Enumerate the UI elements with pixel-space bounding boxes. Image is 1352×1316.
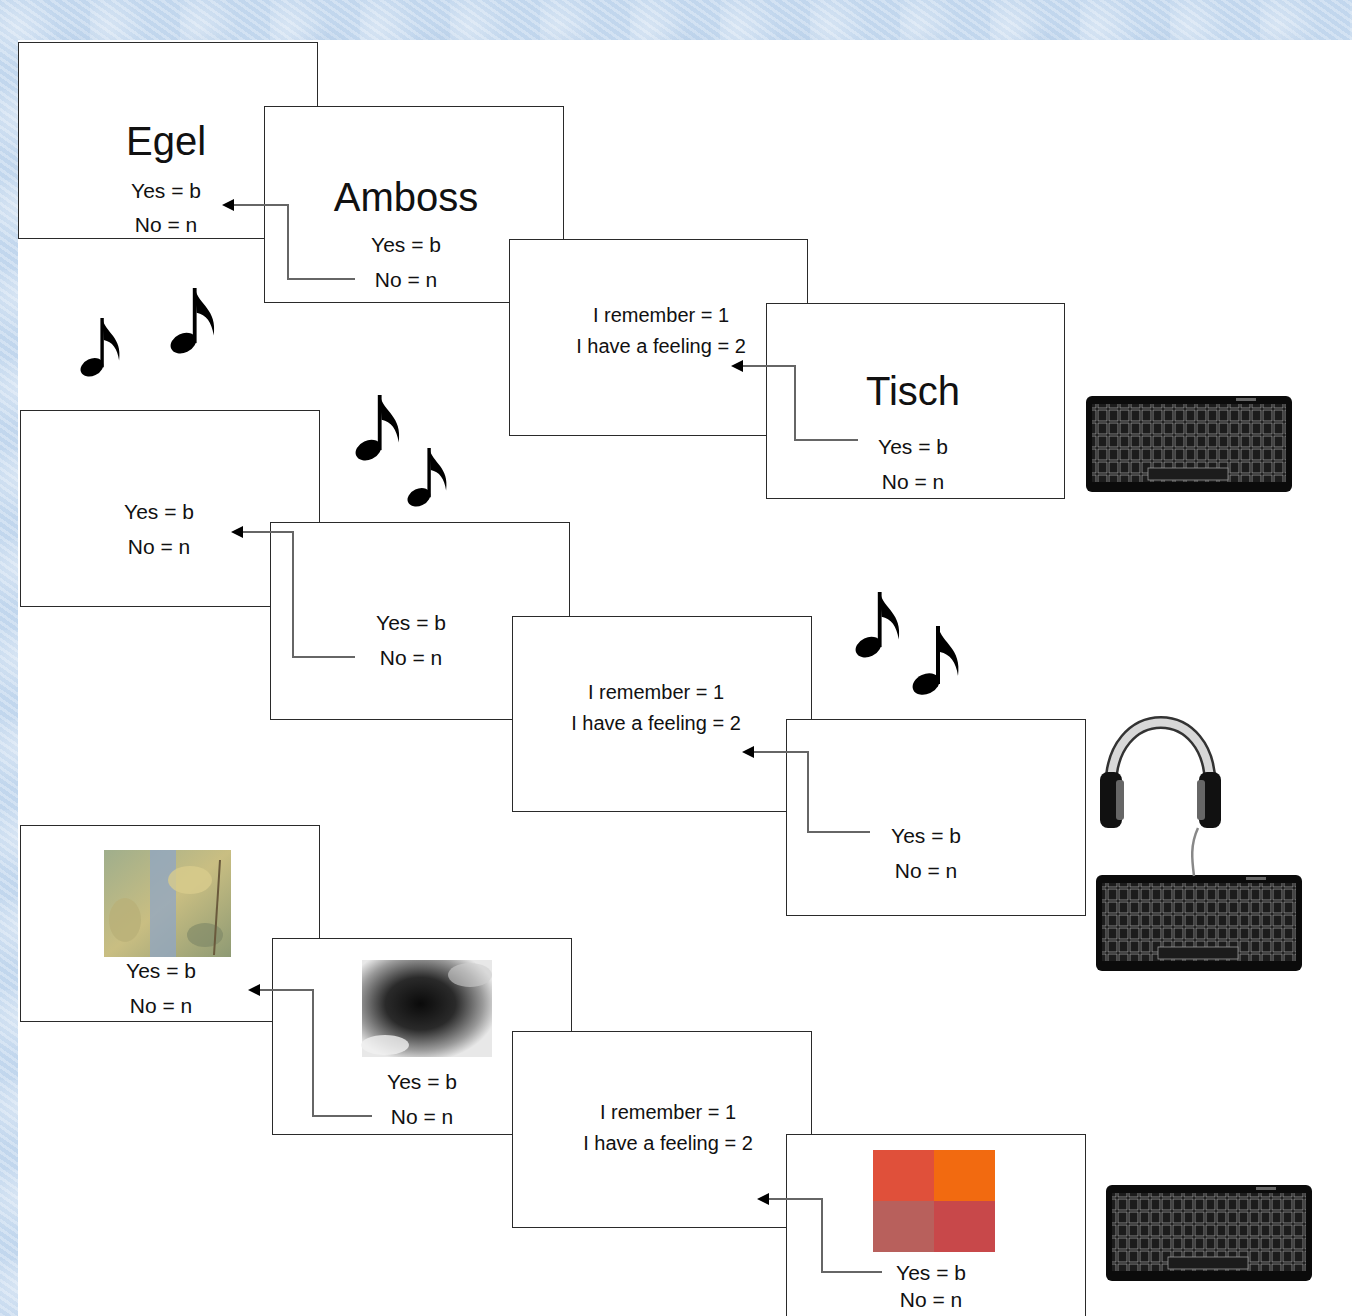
response-text: Yes = b — [896, 1261, 966, 1285]
text-slot: No = n — [375, 268, 437, 292]
text-slot: No = n — [391, 1105, 453, 1129]
response-text: Yes = b — [371, 233, 441, 257]
text-slot: I remember = 1 — [600, 1101, 736, 1124]
response-text: No = n — [128, 535, 190, 559]
text-slot: No = n — [900, 1288, 962, 1312]
response-text: No = n — [900, 1288, 962, 1312]
music-note — [78, 318, 120, 380]
response-text: No = n — [380, 646, 442, 670]
response-text: Yes = b — [124, 500, 194, 524]
response-text: No = n — [130, 994, 192, 1018]
text-slot: Yes = b — [371, 233, 441, 257]
music-note — [352, 395, 399, 464]
text-slot: I have a feeling = 2 — [583, 1132, 753, 1155]
connector-line — [769, 1199, 882, 1272]
stimulus-word: Amboss — [334, 174, 479, 220]
arrowhead — [757, 1193, 769, 1205]
arrowhead — [248, 984, 260, 996]
connector-line — [234, 205, 355, 279]
response-text: No = n — [895, 859, 957, 883]
music-note — [167, 288, 214, 357]
response-text: No = n — [882, 470, 944, 494]
response-text: I have a feeling = 2 — [576, 335, 746, 358]
response-text: I remember = 1 — [600, 1101, 736, 1124]
connector-line — [260, 990, 372, 1116]
slide-box: TischYes = b No = n — [766, 303, 1065, 499]
response-text: I have a feeling = 2 — [571, 712, 741, 735]
response-text: No = n — [391, 1105, 453, 1129]
slide-box: Yes = b No = n — [786, 719, 1086, 916]
text-slot: Amboss — [334, 174, 479, 220]
response-text: I remember = 1 — [588, 681, 724, 704]
text-slot: I remember = 1 — [588, 681, 724, 704]
response-text: Yes = b — [878, 435, 948, 459]
stimulus-word: Tisch — [866, 368, 960, 414]
text-slot: I have a feeling = 2 — [571, 712, 741, 735]
arrowhead — [231, 526, 243, 538]
keyboard-icon — [1106, 1185, 1312, 1281]
text-slot: Tisch — [866, 368, 960, 414]
text-slot: No = n — [380, 646, 442, 670]
connector-line — [754, 752, 870, 832]
response-text: Yes = b — [376, 611, 446, 635]
slide-box: I remember = 1 I have a feeling = 2 — [509, 239, 808, 436]
text-slot: No = n — [895, 859, 957, 883]
text-slot: Yes = b — [376, 611, 446, 635]
response-text: No = n — [375, 268, 437, 292]
text-slot: No = n — [130, 994, 192, 1018]
arrow-connector — [248, 984, 372, 1116]
abstract-image — [104, 850, 231, 957]
text-slot: Yes = b — [878, 435, 948, 459]
arrowhead — [222, 199, 234, 211]
connector-line — [743, 366, 858, 440]
keyboard-icon — [1096, 875, 1302, 971]
arrow-connector — [231, 526, 355, 657]
response-text: I have a feeling = 2 — [583, 1132, 753, 1155]
text-slot: Yes = b — [896, 1261, 966, 1285]
music-note — [852, 592, 899, 661]
text-slot: No = n — [135, 213, 197, 237]
slide-box: I remember = 1 I have a feeling = 2 — [512, 616, 812, 812]
headphones-icon — [1100, 723, 1221, 877]
arrowhead — [742, 746, 754, 758]
response-text: Yes = b — [131, 179, 201, 203]
text-slot: No = n — [128, 535, 190, 559]
text-slot: Yes = b — [131, 179, 201, 203]
arrow-connector — [222, 199, 355, 279]
response-text: Yes = b — [126, 959, 196, 983]
arrowhead — [731, 360, 743, 372]
response-text: I remember = 1 — [593, 304, 729, 327]
stimulus-word: Egel — [126, 118, 206, 164]
text-slot: Yes = b — [891, 824, 961, 848]
arrow-connector — [757, 1193, 882, 1272]
arrow-connector — [742, 746, 870, 832]
music-note — [909, 626, 958, 699]
response-text: Yes = b — [891, 824, 961, 848]
keyboard-icon — [1086, 396, 1292, 492]
cloud-image — [361, 960, 492, 1057]
arrow-connector — [731, 360, 858, 440]
color-squares-image — [873, 1150, 995, 1252]
text-slot: No = n — [882, 470, 944, 494]
response-text: Yes = b — [387, 1070, 457, 1094]
text-slot: I remember = 1 — [593, 304, 729, 327]
text-slot: Yes = b — [126, 959, 196, 983]
text-slot: I have a feeling = 2 — [576, 335, 746, 358]
text-slot: Yes = b — [124, 500, 194, 524]
connector-line — [243, 532, 355, 657]
response-text: No = n — [135, 213, 197, 237]
music-note — [405, 448, 447, 510]
text-slot: Egel — [126, 118, 206, 164]
text-slot: Yes = b — [387, 1070, 457, 1094]
